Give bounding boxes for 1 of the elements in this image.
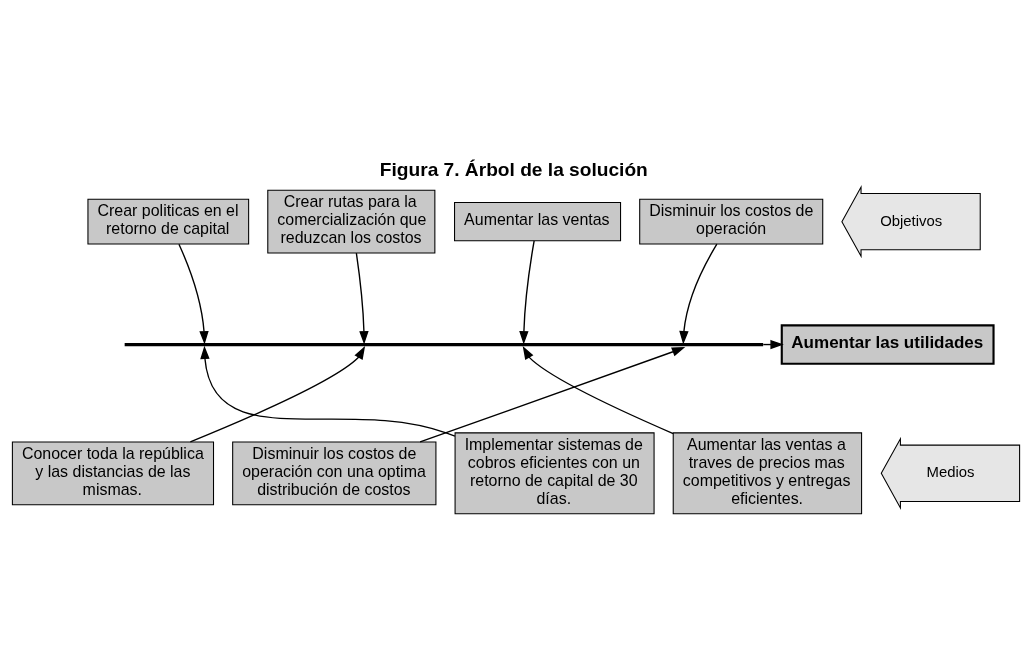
diagram-title: Figura 7. Árbol de la solución [379,158,648,180]
